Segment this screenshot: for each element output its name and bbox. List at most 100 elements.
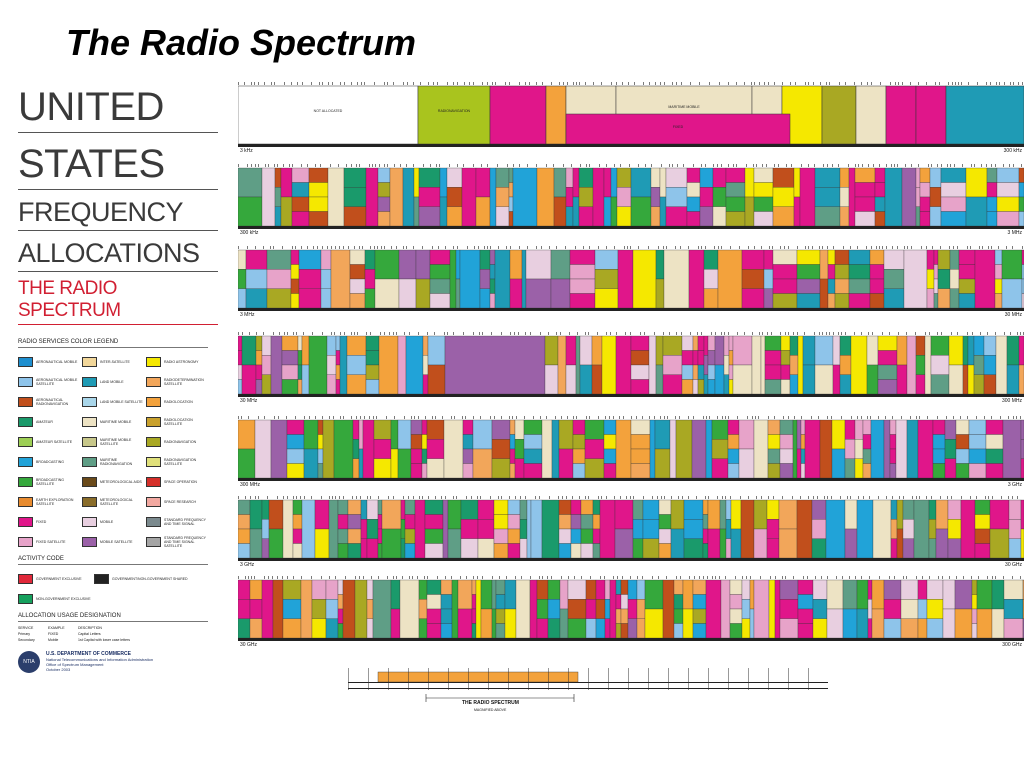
usage-header-cell: DESCRIPTION [78,626,102,630]
legend-swatch [82,537,97,547]
legend-label: AERONAUTICAL MOBILE [36,360,78,364]
legend-swatch [146,457,161,467]
heading-radio-spectrum: THE RADIO SPECTRUM [18,278,218,325]
legend-swatch [146,537,161,547]
legend-label: RADIONAVIGATION [164,440,197,444]
legend-swatch [82,457,97,467]
spectrum-scale-tick [768,668,769,690]
legend-label: FIXED [36,520,47,524]
legend-item: SPACE OPERATION [146,472,208,492]
spectrum-scale-tick [348,668,349,690]
legend-label: AMATEUR [36,420,53,424]
legend-item: RADIONAVIGATION SATELLITE [146,452,208,472]
legend-item: RADIOLOCATION SATELLITE [146,412,208,432]
band-start-label: 300 MHz [240,482,261,488]
legend-title: RADIO SERVICES COLOR LEGEND [18,339,208,348]
band-start-label: 30 GHz [240,642,257,648]
spectrum-scale-tick [548,668,549,690]
legend-label: SPACE OPERATION [164,480,197,484]
legend-swatch [18,357,33,367]
spectrum-scale-tick [388,668,389,690]
legend-swatch [18,397,33,407]
band-block-label: MARITIME MOBILE [668,105,700,109]
legend-swatch [18,417,33,427]
heading-states: STATES [18,141,218,190]
legend-label: MOBILE [100,520,114,524]
spectrum-scale-tick [368,668,369,690]
legend-label: LAND MOBILE [100,380,124,384]
agency-seal-icon: NTIA [18,651,40,673]
legend-swatch [82,517,97,527]
legend-label: STANDARD FREQUENCY AND TIME SIGNAL SATEL… [164,536,206,548]
spectrum-scale-tick [608,668,609,690]
band-blocks [237,416,1024,481]
band-blocks [237,576,1024,641]
spectrum-scale-tick [648,668,649,690]
legend-swatch [82,417,97,427]
legend-swatch [18,457,33,467]
legend-swatch [18,377,33,387]
spectrum-subcaption: MAGNIFIED ABOVE [474,708,507,712]
usage-table: SERVICE EXAMPLE DESCRIPTION Primary FIXE… [18,625,218,643]
band-block-label: NOT ALLOCATED [314,109,343,113]
legend-item: AERONAUTICAL RADIONAVIGATION [18,392,80,412]
legend-item: BROADCASTING [18,452,80,472]
legend-swatch [18,477,33,487]
legend-item: AERONAUTICAL MOBILE SATELLITE [18,372,80,392]
spectrum-scale-tick [728,668,729,690]
band-end-label: 3 GHz [1007,482,1022,488]
legend-swatch [146,417,161,427]
spectrum-scale-tick [488,668,489,690]
spectrum-scale-tick [508,668,509,690]
band-blocks [237,496,1024,561]
spectrum-scale [348,668,828,702]
agency-line2: National Telecommunications and Informat… [46,657,154,662]
spectrum-scale-tick [808,668,809,690]
band-end-label: 300 kHz [1003,148,1022,154]
spectrum-scale-tick [688,668,689,690]
legend-item: FIXED [18,512,80,532]
legend-swatch [146,477,161,487]
usage-header: SERVICE EXAMPLE DESCRIPTION [18,625,218,631]
legend-item: RADIODETERMINATION SATELLITE [146,372,208,392]
activity-swatch [94,574,109,584]
band-start-label: 3 kHz [240,148,253,154]
band-start-label: 300 kHz [240,230,259,236]
band-block-label: RADIONAVIGATION [438,109,471,113]
legend-label: LAND MOBILE SATELLITE [100,400,143,404]
spectrum-scale-tick [588,668,589,690]
spectrum-caption: THE RADIO SPECTRUM [462,700,519,706]
legend-swatch [82,477,97,487]
activity-item: GOVERNMENT/NON-GOVERNMENT SHARED [94,569,204,589]
legend-label: MARITIME RADIONAVIGATION [100,458,133,466]
legend-label: RADIO ASTRONOMY [164,360,199,364]
usage-cell: Capital Letters [78,632,101,636]
legend-grid: AERONAUTICAL MOBILE INTER-SATELLITE RADIO … [18,352,218,552]
spectrum-scale-tick [448,668,449,690]
usage-header-cell: EXAMPLE [48,626,65,630]
usage-header-cell: SERVICE [18,626,34,630]
band-blocks [237,164,1024,229]
band-blocks: NOT ALLOCATED RADIONAVIGATION MARITIME MOB… [237,82,1024,147]
legend-label: SPACE RESEARCH [164,500,197,504]
legend-swatch [146,397,161,407]
activity-swatch [18,574,33,584]
spectrum-scale-tick [708,668,709,690]
legend-swatch [82,397,97,407]
legend-item: MARITIME RADIONAVIGATION [82,452,144,472]
legend-swatch [146,497,161,507]
activity-label: NON-GOVERNMENT EXCLUSIVE [36,597,91,601]
legend-label: BROADCASTING SATELLITE [36,478,65,486]
legend-swatch [82,497,97,507]
legend-item: INTER-SATELLITE [82,352,144,372]
legend-item: EARTH EXPLORATION SATELLITE [18,492,80,512]
legend-item: STANDARD FREQUENCY AND TIME SIGNAL SATEL… [146,532,208,552]
heading-united: UNITED [18,84,218,133]
band-start-label: 3 MHz [240,312,255,318]
legend-item: LAND MOBILE [82,372,144,392]
legend-item: AERONAUTICAL MOBILE [18,352,80,372]
legend-item: RADIONAVIGATION [146,432,208,452]
agency-line3: Office of Spectrum Management [46,662,104,667]
